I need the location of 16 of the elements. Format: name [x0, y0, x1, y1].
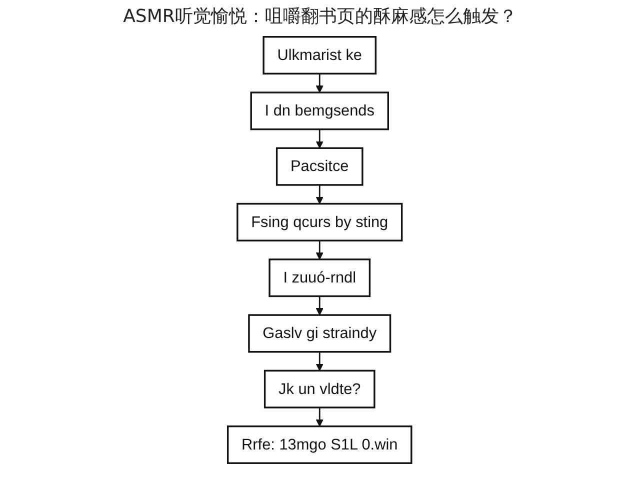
arrow: [316, 352, 324, 372]
process-box: Jk un vldte?: [264, 370, 376, 408]
process-box: I dn bemgsends: [250, 92, 390, 130]
arrow: [316, 129, 324, 148]
arrow: [316, 407, 324, 427]
process-box: Rrfe: 13mgo S1L 0.win: [227, 425, 413, 464]
arrow: [316, 184, 324, 204]
arrow: [316, 296, 324, 316]
title: ASMR听觉愉悦：咀嚼翻书页的酥麻感怎么触发？: [122, 5, 518, 28]
process-box: I zuuó-rndl: [269, 258, 371, 298]
process-box: Fsing qcurs by sting: [236, 202, 404, 242]
process-box: Gaslv gi straindy: [248, 314, 392, 353]
arrow: [316, 74, 324, 93]
process-box: Pacsitce: [276, 147, 364, 186]
process-box: Ulkmarist ke: [263, 36, 377, 74]
arrow: [316, 240, 324, 260]
